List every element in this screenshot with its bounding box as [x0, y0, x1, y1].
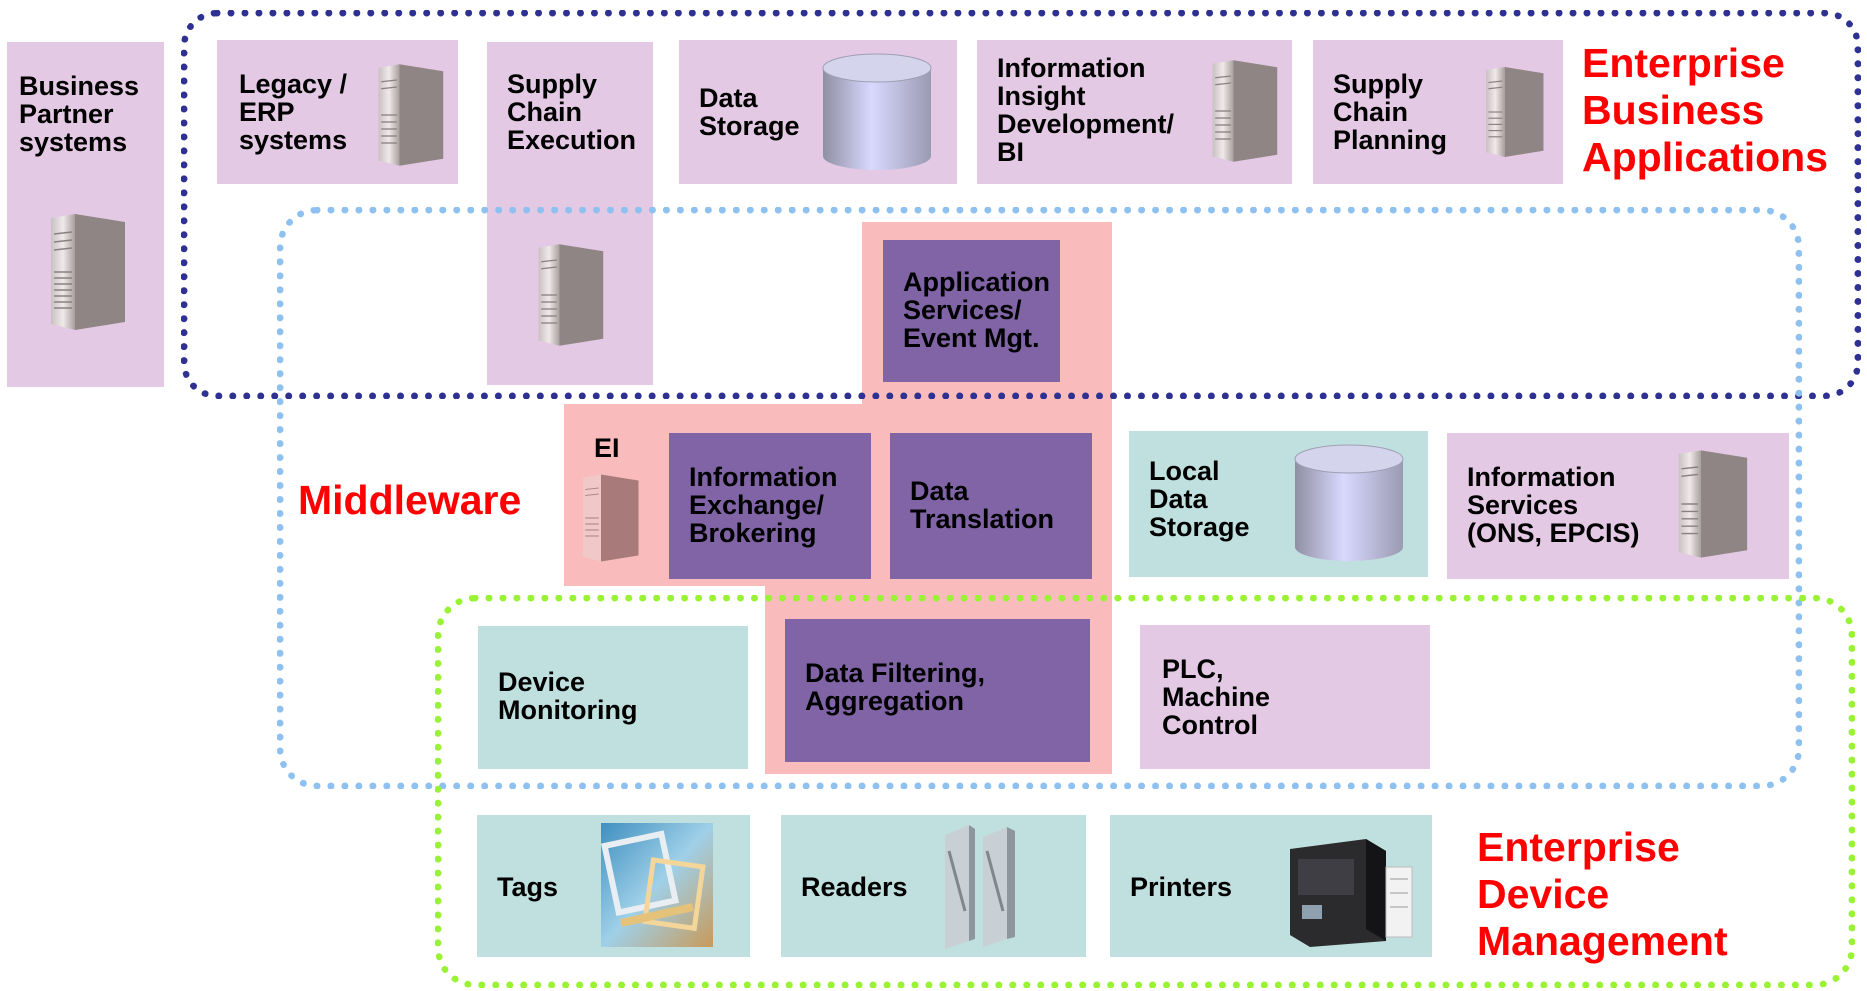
database-cylinder-icon	[1294, 444, 1404, 561]
enterprise-device-zone	[435, 595, 1855, 988]
business-partner-systems-box: Business Partner systems	[7, 42, 164, 387]
label-printer-icon	[1290, 839, 1413, 947]
database-cylinder-icon	[822, 53, 932, 170]
application-services-label: Application Services/ Event Mgt.	[903, 267, 1050, 353]
data-filtering-label: Data Filtering, Aggregation	[805, 658, 986, 716]
printers-box: Printers	[1110, 815, 1432, 957]
information-insight-box: Information Insight Development/ BI	[977, 40, 1292, 184]
server-tower-icon	[538, 244, 604, 346]
server-tower-icon	[51, 214, 125, 330]
readers-label: Readers	[801, 872, 908, 902]
server-tower-icon	[1678, 450, 1748, 558]
plc-label: PLC, Machine Control	[1162, 654, 1271, 740]
rfid-reader-gates-icon	[945, 825, 1015, 949]
enterprise-business-zone	[181, 10, 1861, 399]
printers-label: Printers	[1130, 872, 1233, 902]
information-exchange-box: Information Exchange/ Brokering	[669, 433, 871, 579]
server-tower-icon	[583, 474, 639, 562]
server-tower-icon	[1212, 60, 1278, 162]
middleware-title: Middleware	[298, 477, 522, 523]
device-monitoring-box: Device Monitoring	[478, 626, 748, 769]
information-services-box: Information Services (ONS, EPCIS)	[1447, 433, 1789, 579]
legacy-erp-label: Legacy / ERP systems	[239, 69, 348, 155]
information-services-label: Information Services (ONS, EPCIS)	[1467, 462, 1640, 548]
device-monitoring-label: Device Monitoring	[498, 667, 638, 725]
supply-chain-planning-box: Supply Chain Planning	[1313, 40, 1563, 184]
enterprise-device-title: Enterprise Device Management	[1477, 824, 1728, 964]
application-services-box: Application Services/ Event Mgt.	[883, 240, 1060, 382]
server-tower-icon	[1486, 67, 1544, 157]
supply-chain-execution-label: Supply Chain Execution	[507, 69, 637, 155]
information-insight-label: Information Insight Development/ BI	[997, 53, 1175, 167]
middleware-zone	[277, 207, 1802, 789]
business-partner-label: Business Partner systems	[19, 71, 140, 157]
data-storage-box: Data Storage	[679, 40, 957, 184]
readers-box: Readers	[781, 815, 1086, 957]
data-storage-label: Data Storage	[699, 83, 800, 141]
information-exchange-label: Information Exchange/ Brokering	[689, 462, 838, 548]
supply-chain-planning-label: Supply Chain Planning	[1333, 69, 1447, 155]
tags-box: Tags	[477, 815, 750, 957]
data-translation-box: Data Translation	[890, 433, 1092, 579]
legacy-erp-box: Legacy / ERP systems	[217, 40, 458, 184]
tags-label: Tags	[497, 872, 559, 902]
enterprise-business-title: Enterprise Business Applications	[1582, 40, 1829, 180]
server-tower-icon	[378, 64, 444, 166]
plc-machine-control-box: PLC, Machine Control	[1140, 625, 1430, 769]
data-translation-label: Data Translation	[910, 476, 1055, 534]
ei-label: EI	[594, 433, 620, 463]
rfid-tags-photo-icon	[601, 823, 713, 947]
local-data-storage-label: Local Data Storage	[1149, 456, 1250, 542]
data-filtering-box: Data Filtering, Aggregation	[785, 619, 1090, 762]
local-data-storage-box: Local Data Storage	[1129, 431, 1428, 577]
